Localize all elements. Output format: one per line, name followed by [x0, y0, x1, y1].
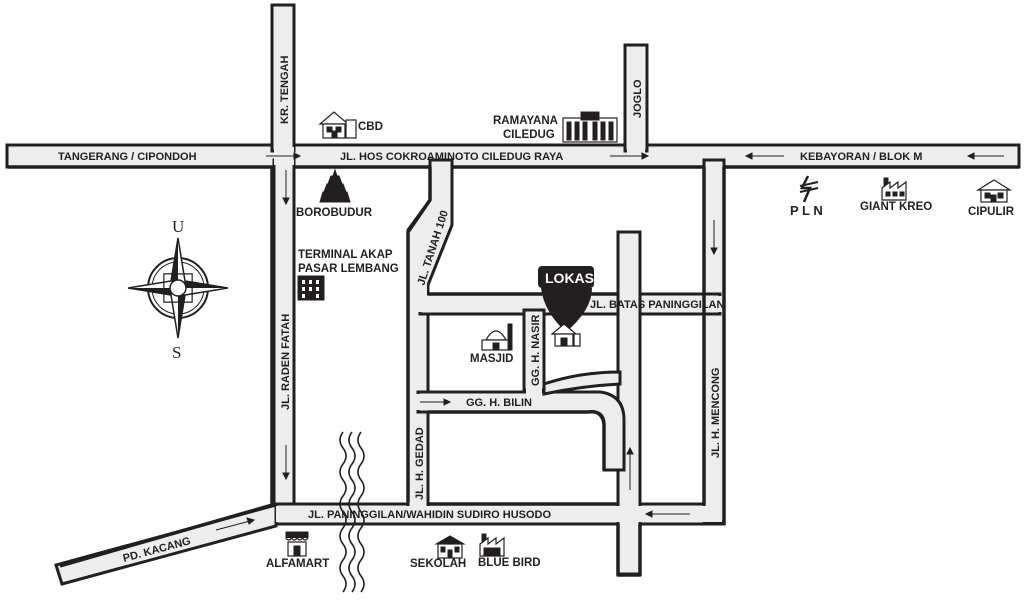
label-ciledug: CILEDUG — [503, 129, 555, 141]
label-cipulir: CIPULIR — [968, 206, 1015, 218]
label-kr-tengah: KR. TENGAH — [279, 56, 291, 125]
store-icon — [285, 531, 309, 557]
label-pasar-lembang: PASAR LEMBANG — [298, 263, 399, 275]
compass-south: S — [172, 343, 181, 362]
market-house-icon — [975, 179, 1013, 203]
mall-building-icon — [562, 111, 618, 143]
label-alfamart: ALFAMART — [266, 558, 329, 570]
label-h-mencong: JL. H. MENCONG — [710, 368, 722, 458]
river-icon — [339, 431, 365, 593]
label-cbd: CBD — [358, 121, 383, 133]
electricity-icon — [799, 175, 819, 203]
block-outlines — [8, 165, 1019, 577]
label-gg-h-bilin: GG. H. BILIN — [466, 397, 532, 409]
road-lokasi-lane — [542, 370, 622, 396]
road-network — [5, 3, 1021, 586]
label-borobudur: BOROBUDUR — [296, 207, 373, 219]
label-h-gedad: JL. H. GEDAD — [414, 427, 426, 500]
label-terminal-akap: TERMINAL AKAP — [298, 249, 393, 261]
label-kebayoran: KEBAYORAN / BLOK M — [800, 151, 922, 163]
label-masjid: MASJID — [470, 353, 513, 365]
label-raden-fatah: JL. RADEN FATAH — [280, 314, 292, 410]
label-sekolah: SEKOLAH — [410, 558, 466, 570]
label-giant-kreo: GIANT KREO — [860, 201, 932, 213]
office-building-icon — [297, 275, 325, 301]
label-blue-bird: BLUE BIRD — [478, 557, 541, 569]
factory-icon — [881, 177, 907, 201]
label-batas-paninggilan: JL. BATAS PANINGGILAN — [590, 299, 725, 311]
label-hos: JL. HOS COKROAMINOTO CILEDUG RAYA — [340, 151, 563, 163]
label-paninggilan: JL. PANINGGILAN/WAHIDIN SUDIRO HUSODO — [308, 509, 551, 521]
lokasi-house-icon — [550, 323, 581, 347]
compass-rose-icon: U S — [127, 217, 229, 362]
label-gg-h-nasir: GG. H. NASIR — [530, 314, 542, 386]
lokasi-marker: LOKASI — [538, 266, 598, 347]
label-pln: P L N — [790, 203, 823, 218]
road-h-mencong — [702, 158, 726, 524]
compass-north: U — [172, 217, 184, 236]
temple-icon — [319, 168, 351, 203]
lokasi-label: LOKASI — [545, 270, 598, 286]
mosque-icon — [481, 323, 513, 351]
label-ramayana: RAMAYANA — [493, 115, 558, 127]
school-icon — [434, 535, 466, 559]
garage-icon — [479, 533, 505, 557]
label-joglo: JOGLO — [632, 79, 644, 118]
label-tangerang: TANGERANG / CIPONDOH — [58, 151, 197, 163]
cbd-house-icon — [318, 111, 357, 139]
